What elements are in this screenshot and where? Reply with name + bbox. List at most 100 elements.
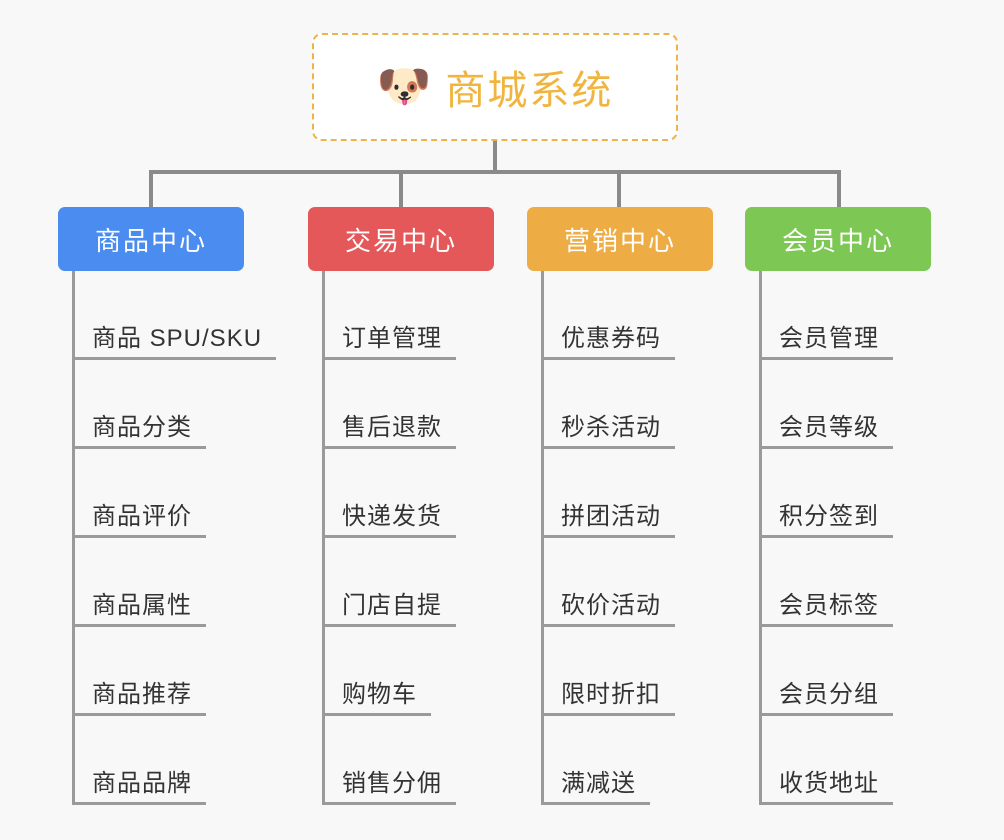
- item-label: 商品分类: [92, 414, 192, 441]
- column-product-center: 商品中心 商品 SPU/SKU 商品分类 商品评价 商品属性 商品推荐: [58, 207, 276, 805]
- list-item[interactable]: 满减送: [527, 716, 713, 805]
- list-item[interactable]: 商品品牌: [58, 716, 244, 805]
- item-underline: [541, 802, 650, 805]
- item-label: 订单管理: [342, 325, 442, 352]
- category-label: 营销中心: [563, 225, 676, 256]
- item-list-trade-center: 订单管理 售后退款 快递发货 门店自提 购物车 销售分佣: [308, 271, 494, 805]
- item-underline: [759, 624, 893, 627]
- list-item[interactable]: 优惠券码: [527, 271, 713, 360]
- item-label: 商品推荐: [92, 681, 192, 708]
- item-underline: [759, 446, 893, 449]
- item-underline: [72, 713, 206, 716]
- item-underline: [541, 535, 675, 538]
- column-spine: [72, 271, 75, 805]
- shiba-dog-icon: 🐶: [376, 62, 432, 111]
- item-label: 积分签到: [779, 503, 879, 530]
- column-trade-center: 交易中心 订单管理 售后退款 快递发货 门店自提 购物车: [308, 207, 494, 805]
- list-item[interactable]: 商品 SPU/SKU: [58, 271, 276, 360]
- list-item[interactable]: 秒杀活动: [527, 360, 713, 449]
- item-label: 会员分组: [779, 681, 879, 708]
- item-label: 砍价活动: [561, 592, 661, 619]
- list-item[interactable]: 收货地址: [745, 716, 931, 805]
- category-header-trade-center[interactable]: 交易中心: [308, 207, 494, 271]
- item-label: 优惠券码: [561, 325, 661, 352]
- item-label: 购物车: [342, 681, 417, 708]
- category-label: 交易中心: [344, 225, 457, 256]
- list-item[interactable]: 商品属性: [58, 538, 244, 627]
- item-label: 商品评价: [92, 503, 192, 530]
- item-underline: [322, 446, 456, 449]
- item-list-marketing-center: 优惠券码 秒杀活动 拼团活动 砍价活动 限时折扣 满减送: [527, 271, 713, 805]
- item-underline: [759, 802, 893, 805]
- list-item[interactable]: 限时折扣: [527, 627, 713, 716]
- list-item[interactable]: 售后退款: [308, 360, 494, 449]
- column-member-center: 会员中心 会员管理 会员等级 积分签到 会员标签 会员分组: [745, 207, 931, 805]
- list-item[interactable]: 快递发货: [308, 449, 494, 538]
- item-label: 秒杀活动: [561, 414, 661, 441]
- item-label: 快递发货: [342, 503, 442, 530]
- item-list-product-center: 商品 SPU/SKU 商品分类 商品评价 商品属性 商品推荐 商品品牌: [58, 271, 276, 805]
- item-label: 收货地址: [779, 770, 879, 797]
- connector-branch-3: [617, 170, 621, 209]
- item-underline: [322, 624, 456, 627]
- item-underline: [541, 624, 675, 627]
- connector-bus: [149, 170, 841, 174]
- list-item[interactable]: 商品分类: [58, 360, 244, 449]
- connector-root-stem: [493, 141, 497, 172]
- list-item[interactable]: 会员等级: [745, 360, 931, 449]
- list-item[interactable]: 拼团活动: [527, 449, 713, 538]
- item-underline: [759, 535, 893, 538]
- item-label: 会员标签: [779, 592, 879, 619]
- root-node[interactable]: 🐶 商城系统: [312, 33, 678, 141]
- connector-branch-2: [399, 170, 403, 209]
- item-underline: [759, 713, 893, 716]
- category-header-product-center[interactable]: 商品中心: [58, 207, 244, 271]
- item-label: 销售分佣: [342, 770, 442, 797]
- root-title: 商城系统: [445, 69, 614, 113]
- category-label: 商品中心: [94, 225, 207, 256]
- list-item[interactable]: 会员分组: [745, 627, 931, 716]
- category-label: 会员中心: [781, 225, 894, 256]
- item-underline: [322, 802, 456, 805]
- item-underline: [72, 357, 276, 360]
- item-underline: [72, 535, 206, 538]
- column-spine: [322, 271, 325, 805]
- item-underline: [72, 624, 206, 627]
- item-underline: [541, 446, 675, 449]
- item-underline: [72, 446, 206, 449]
- list-item[interactable]: 商品推荐: [58, 627, 244, 716]
- item-label: 商品 SPU/SKU: [92, 325, 263, 352]
- list-item[interactable]: 积分签到: [745, 449, 931, 538]
- item-underline: [322, 535, 456, 538]
- list-item[interactable]: 门店自提: [308, 538, 494, 627]
- list-item[interactable]: 砍价活动: [527, 538, 713, 627]
- list-item[interactable]: 销售分佣: [308, 716, 494, 805]
- item-label: 会员管理: [779, 325, 879, 352]
- item-label: 商品属性: [92, 592, 192, 619]
- item-label: 门店自提: [342, 592, 442, 619]
- item-underline: [322, 357, 456, 360]
- item-label: 售后退款: [342, 414, 442, 441]
- list-item[interactable]: 商品评价: [58, 449, 244, 538]
- list-item[interactable]: 订单管理: [308, 271, 494, 360]
- category-header-marketing-center[interactable]: 营销中心: [527, 207, 713, 271]
- list-item[interactable]: 会员管理: [745, 271, 931, 360]
- connector-branch-1: [149, 170, 153, 209]
- connector-branch-4: [837, 170, 841, 209]
- item-label: 满减送: [561, 770, 636, 797]
- item-label: 限时折扣: [561, 681, 661, 708]
- column-spine: [541, 271, 544, 805]
- item-underline: [759, 357, 893, 360]
- list-item[interactable]: 会员标签: [745, 538, 931, 627]
- item-underline: [322, 713, 431, 716]
- item-underline: [541, 357, 675, 360]
- category-header-member-center[interactable]: 会员中心: [745, 207, 931, 271]
- column-spine: [759, 271, 762, 805]
- item-underline: [541, 713, 675, 716]
- list-item[interactable]: 购物车: [308, 627, 494, 716]
- item-underline: [72, 802, 206, 805]
- item-list-member-center: 会员管理 会员等级 积分签到 会员标签 会员分组 收货地址: [745, 271, 931, 805]
- item-label: 拼团活动: [561, 503, 661, 530]
- item-label: 商品品牌: [92, 770, 192, 797]
